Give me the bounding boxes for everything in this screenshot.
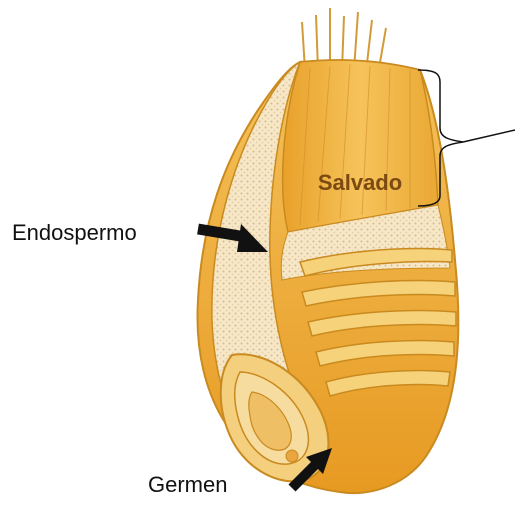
germen-label: Germen <box>148 472 227 498</box>
brace-tail <box>463 130 515 142</box>
endospermo-label: Endospermo <box>12 220 137 246</box>
bran-region <box>283 60 438 232</box>
salvado-label: Salvado <box>318 170 402 195</box>
